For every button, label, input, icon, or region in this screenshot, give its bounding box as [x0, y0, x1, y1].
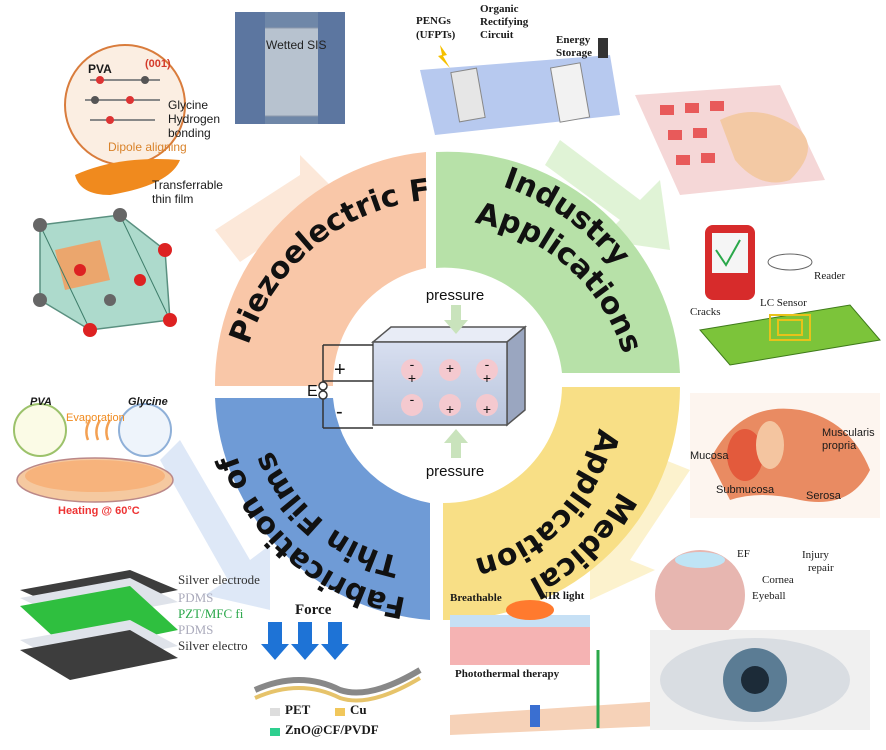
hydrogen-label: Hydrogen [168, 112, 221, 126]
charge-1: - [410, 356, 415, 372]
charge-9: + [483, 401, 491, 417]
pengs-label: PENGs [416, 15, 451, 27]
lc-sensor-label: LC Sensor [760, 297, 807, 309]
reader-label: Reader [814, 270, 846, 282]
silver-electrode-top-label: Silver electrode [178, 572, 260, 587]
glycine-film-art [64, 44, 186, 195]
pdms-bottom-label: PDMS [178, 622, 214, 637]
bg-arrow-bottom-left [160, 440, 270, 610]
submucosa-label: Submucosa [716, 484, 775, 496]
pva-label: PVA [88, 62, 112, 76]
breathable-label: Breathable [450, 592, 502, 604]
heating-label: Heating @ 60°C [58, 505, 140, 517]
propria-label: propria [822, 440, 857, 452]
charge-row-top [401, 359, 498, 416]
evap-pva-label: PVA [30, 396, 52, 408]
bg-arrow-top-left [215, 155, 345, 262]
photothermal-label: Photothermal therapy [455, 668, 560, 680]
sensor-array-art [635, 85, 825, 195]
perovskite-crystal-art [33, 208, 177, 337]
muscularis-label: Muscularis [822, 427, 875, 439]
evap-glycine-label: Glycine [128, 396, 168, 408]
energy-label: Energy [556, 34, 591, 46]
quadrant-piezoelectric-film [214, 152, 426, 386]
cracks-label: Cracks [690, 306, 721, 318]
quadrant-medical-applications [443, 387, 680, 621]
pdms-top-label: PDMS [178, 590, 214, 605]
dipole-label: Dipole aligning [108, 140, 187, 154]
charge-8: + [446, 401, 454, 417]
eyeball-label: Eyeball [752, 590, 786, 602]
evaporation-dish-art [13, 403, 174, 503]
organic-label: Organic [480, 3, 519, 15]
charge-6: + [483, 370, 491, 386]
peng-device-art [420, 38, 620, 135]
pressure-top-label: pressure [426, 287, 484, 304]
minus-terminal: - [336, 401, 343, 423]
ufpts-label: (UFPTs) [416, 29, 456, 41]
skin-therapy-art [450, 600, 700, 735]
bonding-label: bonding [168, 126, 211, 140]
eye-art [650, 550, 870, 730]
pressure-arrow-up [444, 429, 468, 458]
plus-terminal: + [334, 359, 346, 381]
storage-label: Storage [556, 47, 593, 59]
evaporation-label: Evaporation [66, 412, 125, 424]
pet-label: PET [285, 702, 311, 717]
ef-label: EF [737, 548, 750, 560]
thin-film-label: thin film [152, 192, 194, 206]
charge-7: - [410, 391, 415, 407]
pressure-bottom-label: pressure [426, 463, 484, 480]
silver-electrode-bottom-label: Silver electro [178, 638, 248, 653]
rectifying-label: Rectifying [480, 16, 529, 28]
lc-sensor-art [699, 225, 881, 366]
quadrant-industry-applications [436, 151, 680, 373]
charge-4: + [408, 370, 416, 386]
wetted-sis-label: Wetted SIS [266, 38, 327, 52]
charge-2: + [446, 360, 454, 376]
transferrable-label: Transferrable [152, 178, 223, 192]
repair-label: repair [808, 562, 834, 574]
mucosa-label: Mucosa [690, 450, 729, 462]
circuit-label: Circuit [480, 29, 514, 41]
pressure-arrow-down [444, 305, 468, 334]
charge-3: - [485, 356, 490, 372]
injury-label: Injury [802, 549, 829, 561]
force-panel-art [253, 622, 422, 736]
gut-art [690, 393, 880, 518]
plane-label: (001) [145, 58, 171, 70]
e-field-label: E [307, 383, 318, 400]
cornea-label: Cornea [762, 574, 794, 586]
quadrant-fabrication [215, 398, 430, 620]
layer-stack-art [20, 570, 178, 680]
pzt-label: PZT/MFC fi [178, 606, 244, 621]
zno-label: ZnO@CF/PVDF [285, 722, 379, 737]
nir-label: NIR light [540, 590, 585, 602]
bg-arrow-bottom-right [590, 460, 690, 600]
bg-arrow-top-right [545, 140, 670, 250]
cu-label: Cu [350, 702, 367, 717]
serosa-label: Serosa [806, 490, 841, 502]
wetted-sis-photo [235, 12, 345, 124]
force-label: Force [295, 602, 332, 618]
glycine-label: Glycine [168, 98, 209, 112]
